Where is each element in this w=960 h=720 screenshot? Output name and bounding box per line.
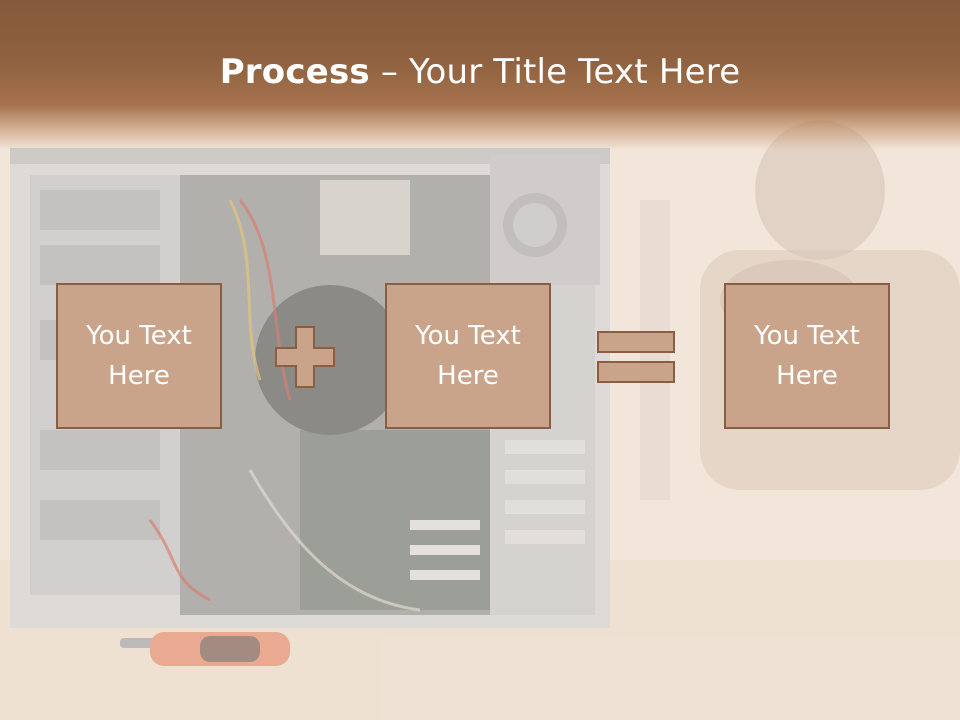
process-box-1[interactable]: You Text Here: [56, 283, 222, 429]
equals-icon: [597, 331, 675, 383]
title-rest: – Your Title Text Here: [369, 52, 741, 92]
process-box-2-text: You Text Here: [415, 321, 521, 391]
process-box-1-text: You Text Here: [86, 321, 192, 391]
process-box-2[interactable]: You Text Here: [385, 283, 551, 429]
process-box-3-text: You Text Here: [754, 321, 860, 391]
plus-icon: [275, 326, 335, 388]
title-bold: Process: [219, 52, 370, 92]
title-band: [0, 0, 960, 150]
slide-title: Process – Your Title Text Here: [0, 52, 960, 92]
process-box-3[interactable]: You Text Here: [724, 283, 890, 429]
